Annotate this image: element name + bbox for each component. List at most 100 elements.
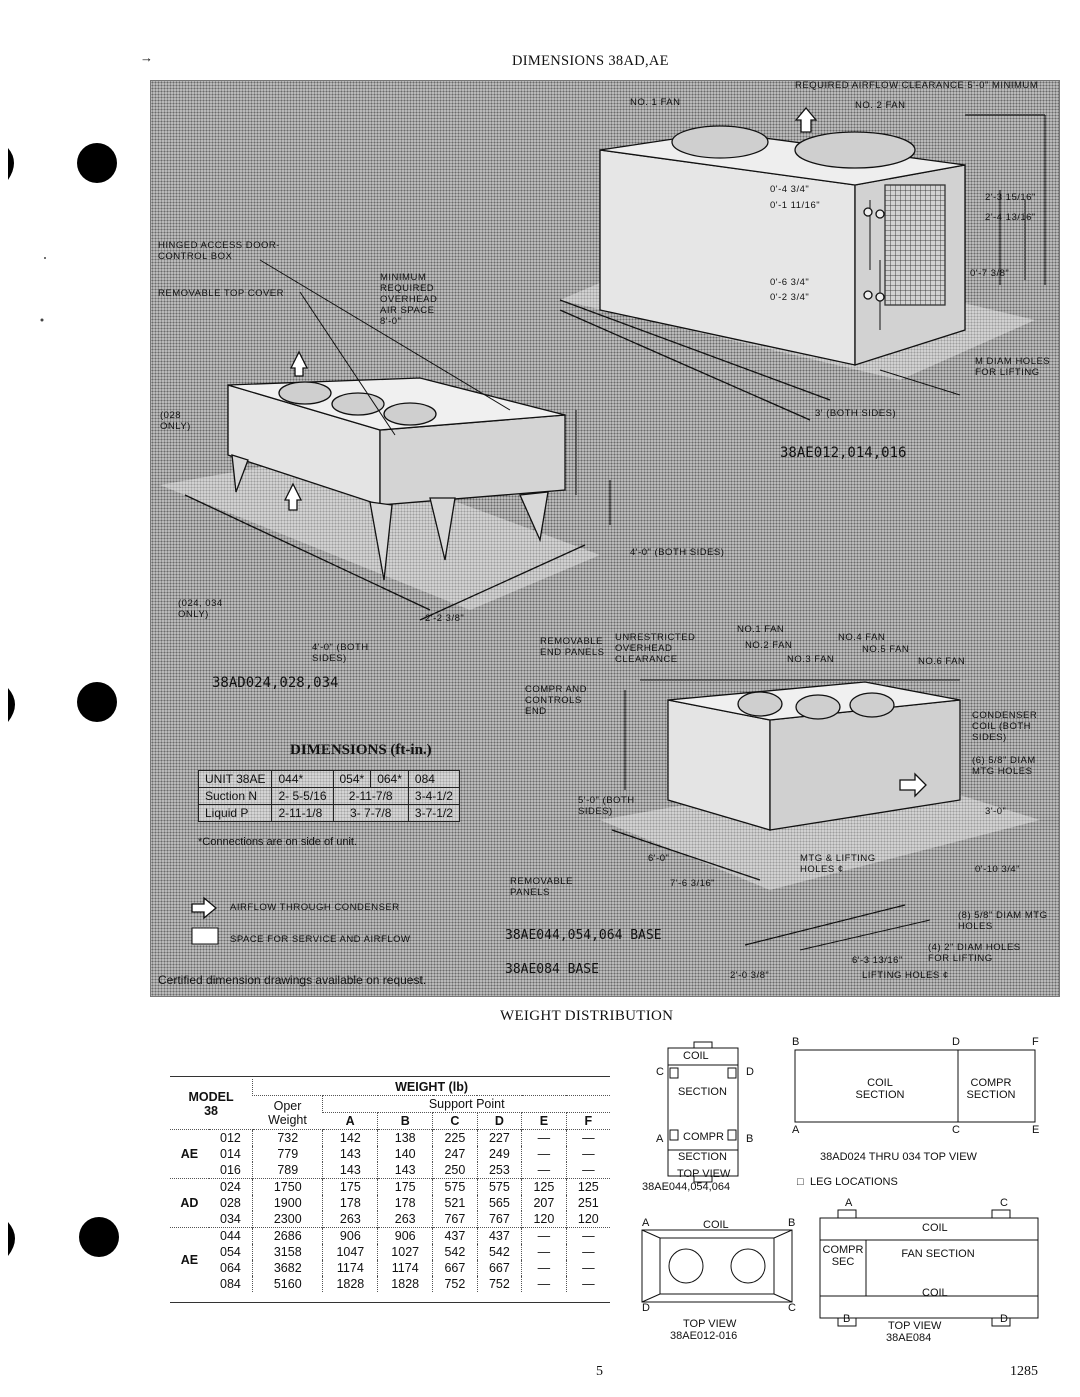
v2-letter: A — [792, 1124, 800, 1136]
v1-letter: A — [656, 1133, 664, 1145]
v2-caption: 38AD024 THRU 034 TOP VIEW — [820, 1151, 977, 1163]
weight-cell: 575 — [432, 1178, 478, 1195]
weight-cell: 1900 — [252, 1195, 323, 1211]
header-oper2: Weight — [268, 1112, 307, 1127]
v1-compr-label: COMPR — [683, 1131, 724, 1143]
weight-cell: — — [565, 1276, 610, 1292]
weight-cell: 752 — [432, 1276, 478, 1292]
weight-cell: 1828 — [377, 1276, 433, 1292]
col-header: A — [345, 1114, 355, 1128]
weight-cell: 120 — [521, 1211, 567, 1228]
header-cell: 084 — [407, 770, 460, 788]
weight-cell: 1828 — [322, 1276, 378, 1292]
header-cell: UNIT 38AE — [197, 770, 273, 788]
dim-label: 0'-6 3/4" — [770, 277, 810, 288]
weight-cell: — — [521, 1276, 567, 1292]
weight-cell: 667 — [432, 1260, 478, 1276]
v2-letter: B — [792, 1036, 800, 1048]
v3-letter: B — [788, 1217, 796, 1229]
top-view-38ae012 — [641, 1229, 793, 1303]
weight-cell: 207 — [521, 1195, 567, 1211]
fan-label: NO.5 FAN — [862, 644, 910, 655]
v2-letter: F — [1032, 1036, 1039, 1048]
weight-cell: 906 — [377, 1227, 433, 1244]
two-ft-label: 2'-2 3/8" — [425, 613, 465, 624]
weight-cell: 575 — [476, 1178, 522, 1195]
series-cell: AE — [170, 1227, 209, 1292]
fan-label: NO.3 FAN — [787, 654, 835, 665]
binder-hole-3 — [8, 1217, 119, 1257]
legend-space: SPACE FOR SERVICE AND AIRFLOW — [230, 934, 411, 945]
document-number: 1285 — [1010, 1364, 1038, 1379]
v1-caption: TOP VIEW — [677, 1168, 731, 1180]
dim-label: 2'-4 13/16" — [985, 212, 1036, 223]
weight-cell: 437 — [476, 1227, 522, 1244]
removable-panels-label: REMOVABLE PANELS — [510, 876, 573, 898]
v4-compr-sec: COMPR SEC — [822, 1244, 864, 1268]
weight-cell: 1027 — [377, 1244, 433, 1260]
cell-value: 2-11-1/8 — [271, 804, 334, 822]
dim-label: 0'-2 3/4" — [770, 292, 810, 303]
cell-value: 2-11-7/8 — [332, 787, 409, 805]
weight-cell: 542 — [432, 1244, 478, 1260]
weight-cell: 125 — [521, 1178, 567, 1195]
no1-fan-label: NO. 1 FAN — [630, 97, 681, 108]
weight-cell: 5160 — [252, 1276, 323, 1292]
weight-cell: 1174 — [377, 1260, 433, 1276]
weight-cell: 143 — [322, 1162, 378, 1179]
weight-cell: — — [521, 1227, 567, 1244]
v3-coil-label: COIL — [703, 1219, 729, 1231]
row-label: Liquid — [205, 806, 238, 820]
weight-cell: 542 — [476, 1244, 522, 1260]
header-model-num: 38 — [204, 1104, 218, 1118]
no2-fan-label: NO. 2 FAN — [855, 100, 906, 111]
six-ft-label: 6'-0" — [648, 853, 670, 864]
v4-coil-top: COIL — [922, 1222, 948, 1234]
three-ft-label: 3'-0" — [985, 806, 1007, 817]
page-title: DIMENSIONS 38AD,AE — [512, 53, 669, 69]
top-view-38ae044 — [667, 1041, 739, 1183]
four-ft-right-label: 4'-0" (BOTH SIDES) — [630, 547, 725, 558]
header-oper: Oper — [273, 1098, 302, 1113]
weight-cell: 142 — [322, 1129, 378, 1146]
weight-cell: 3158 — [252, 1244, 323, 1260]
dim-label: 0'-4 3/4" — [770, 184, 810, 195]
v1-caption-model: 38AE044,054,064 — [642, 1181, 731, 1193]
connections-note: *Connections are on side of unit. — [198, 836, 357, 848]
two0-label: 2'-0 3/8" — [730, 970, 770, 981]
fan-label: NO.2 FAN — [745, 640, 793, 651]
model-cell: 064 — [220, 1261, 241, 1275]
unit-38ae044-drawing — [600, 679, 1040, 951]
only-024-label: (024, 034 ONLY) — [178, 598, 223, 620]
four-holes-label: (4) 2" DIAM HOLES FOR LIFTING — [928, 942, 1021, 964]
top-view-38ad024 — [794, 1049, 1036, 1123]
header-cell: 064* — [370, 770, 409, 788]
unrestricted-label: UNRESTRICTED OVERHEAD CLEARANCE — [615, 632, 696, 665]
model-cell: 014 — [220, 1147, 241, 1161]
legend-airflow: AIRFLOW THROUGH CONDENSER — [230, 902, 400, 913]
hinged-door-label: HINGED ACCESS DOOR- CONTROL BOX — [158, 240, 280, 262]
leg-symbol-icon: □ — [797, 1176, 804, 1188]
model-cell: 028 — [220, 1196, 241, 1210]
weight-cell: 249 — [476, 1146, 522, 1162]
series-cell: AD — [170, 1178, 209, 1228]
header-cell: 044* — [271, 770, 334, 788]
dim-label: 0'-7 3/8" — [970, 268, 1010, 279]
end-panels-label: REMOVABLE END PANELS — [540, 636, 605, 658]
dims-row-liquid: Liquid P 2-11-1/8 3- 7-7/8 3-7-1/2 — [197, 804, 460, 822]
weight-cell: 140 — [377, 1146, 433, 1162]
v4-letter: A — [845, 1197, 853, 1209]
v2-letter: E — [1032, 1124, 1040, 1136]
weight-cell: 178 — [377, 1195, 433, 1211]
cell-value: 3-4-1/2 — [407, 787, 460, 805]
model-label: 38AD024,028,034 — [212, 675, 339, 691]
base1-label: 38AE044,054,064 BASE — [505, 928, 662, 943]
weight-cell: 1750 — [252, 1178, 323, 1195]
